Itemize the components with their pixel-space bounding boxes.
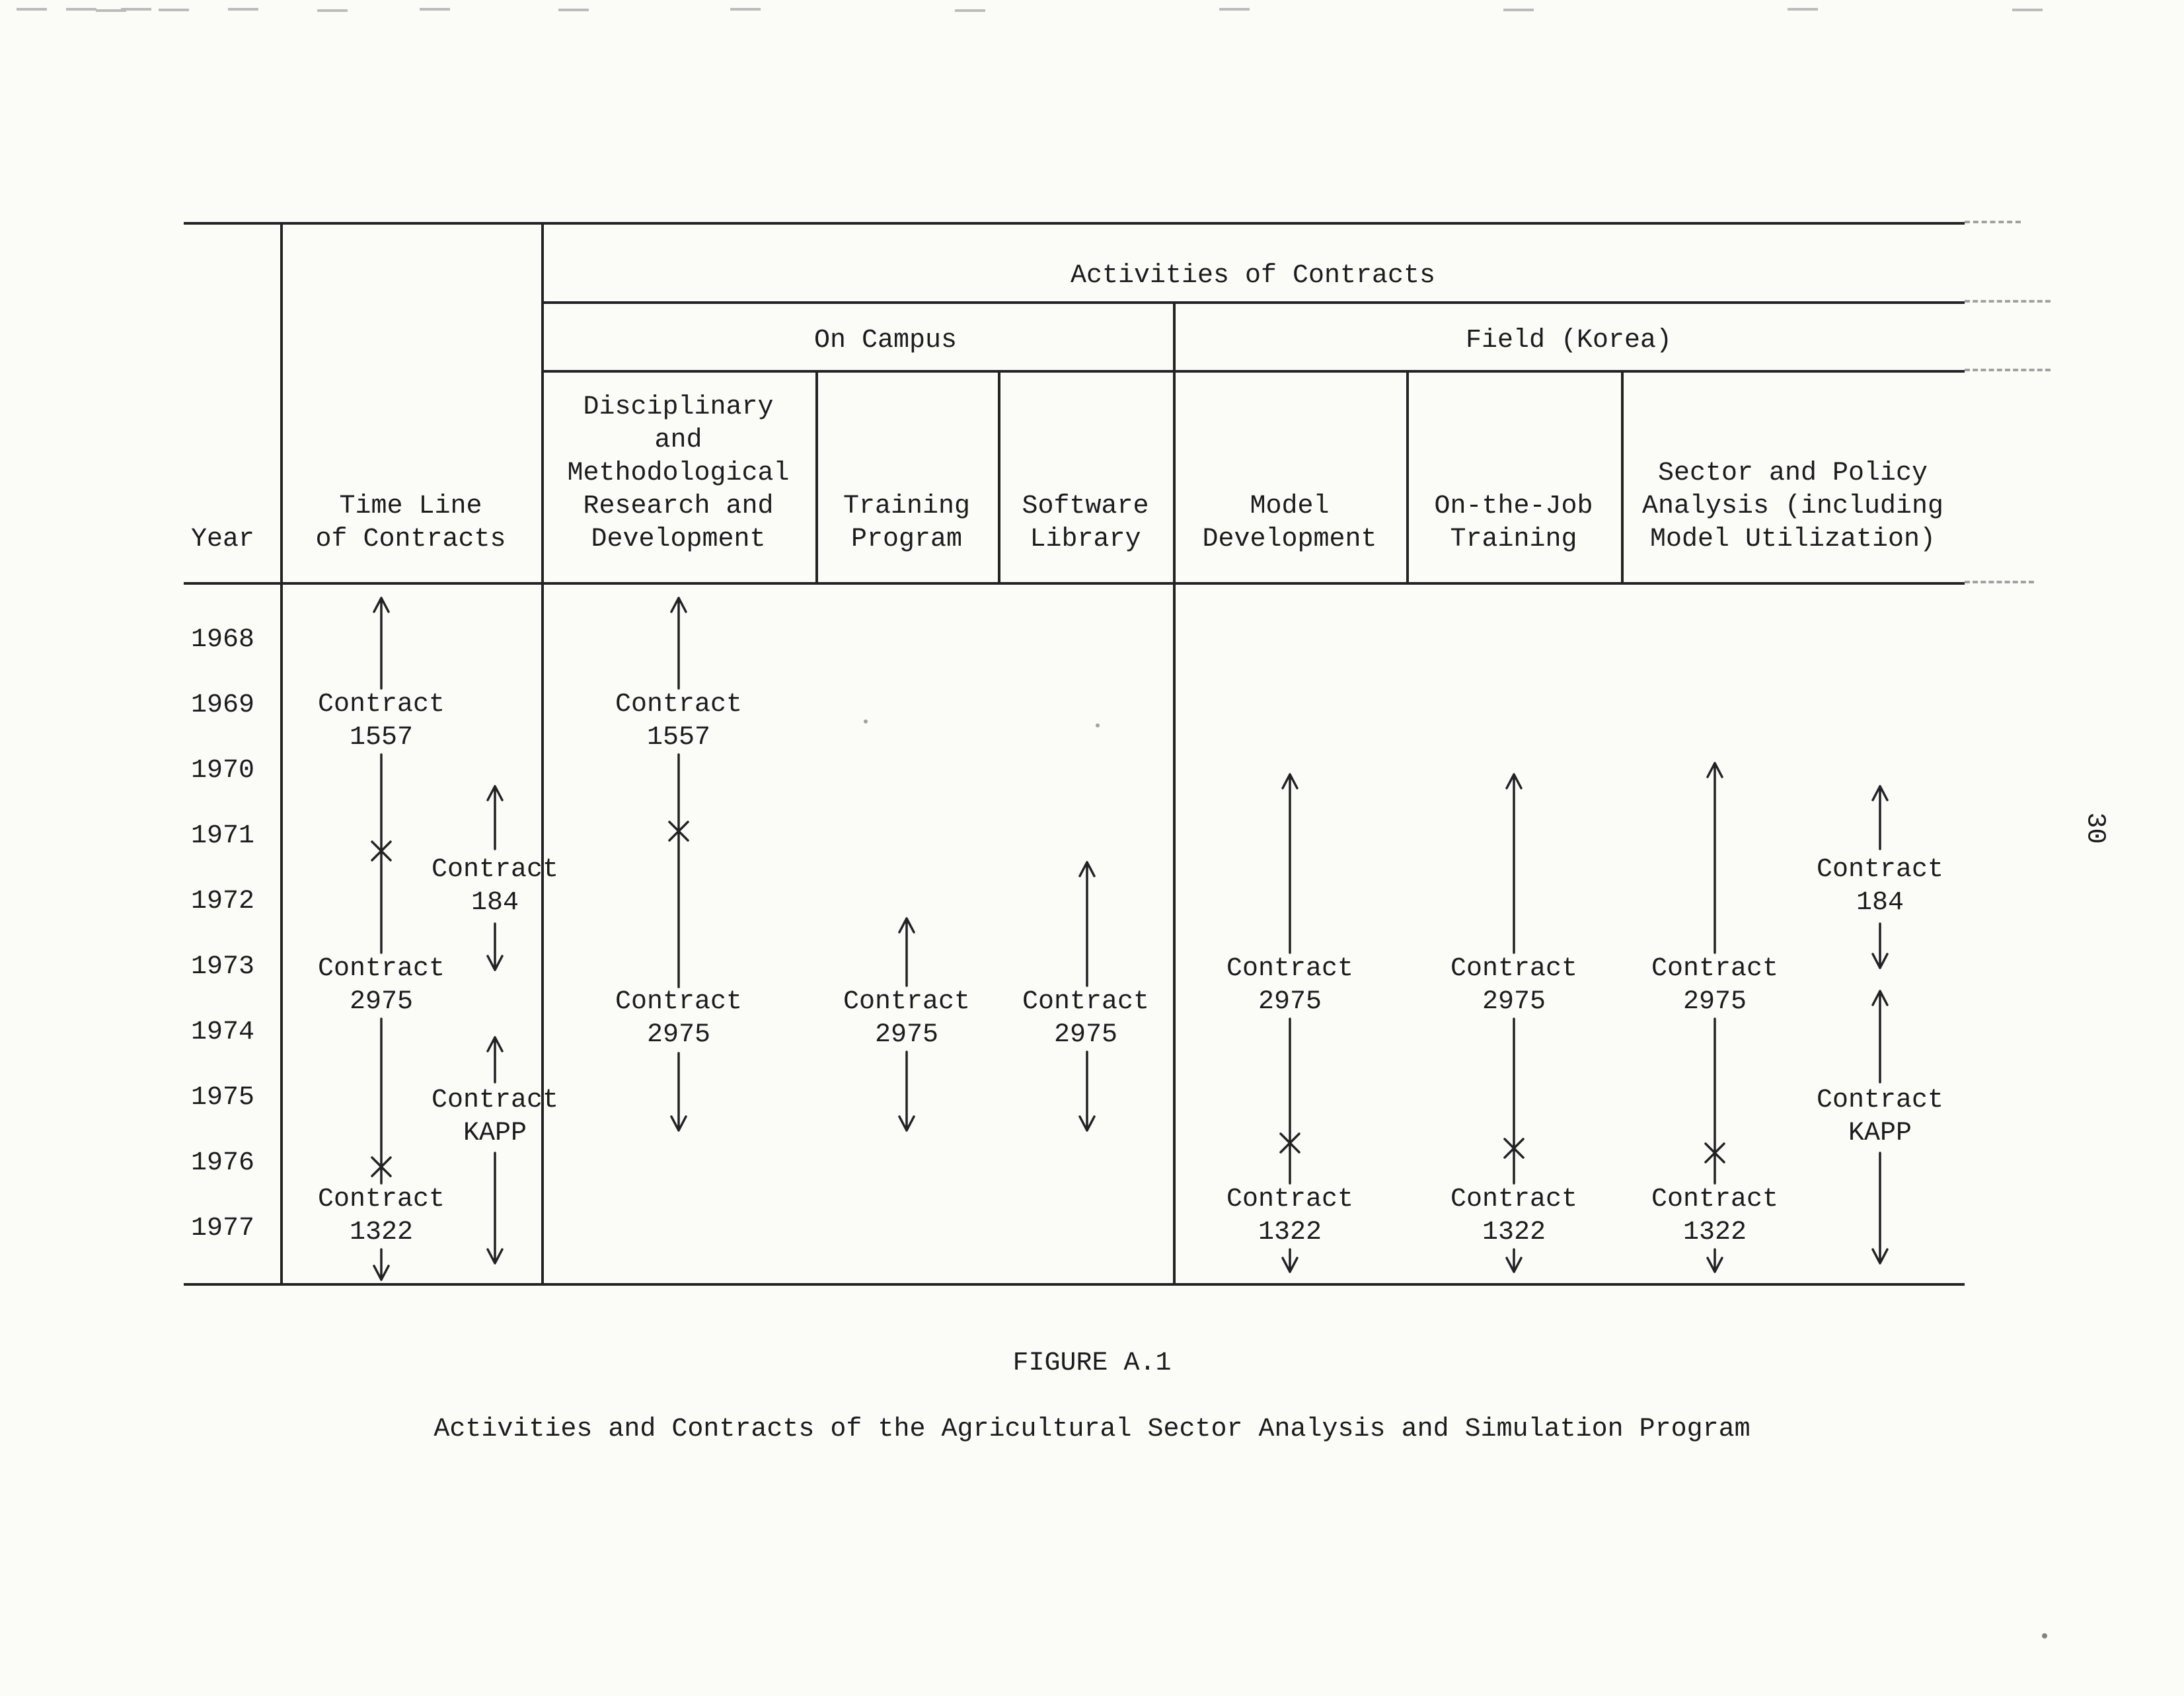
year-label-1970: 1970 — [191, 756, 255, 786]
sector-contract-kapp-arrow — [1871, 990, 1889, 1265]
software-column-arrow — [1078, 861, 1096, 1132]
label-contract-2975-timeline: Contract 2975 — [317, 954, 445, 1017]
table-border-training-software — [998, 370, 1000, 585]
page-number: 30 — [2080, 812, 2110, 844]
header-field-korea: Field (Korea) — [1465, 326, 1673, 355]
table-border-model-ojt — [1406, 370, 1409, 585]
sector-contract-184-arrow — [1871, 785, 1889, 969]
table-border-ojt-sector — [1621, 370, 1624, 585]
header-activities-of-contracts: Activities of Contracts — [1070, 261, 1436, 291]
on-the-job-arrow — [1503, 773, 1525, 1273]
table-border-timeline-activities — [541, 222, 544, 1286]
column-header-timeline: Time Line of Contracts — [315, 492, 506, 554]
label-contract-1557-timeline: Contract 1557 — [317, 690, 445, 753]
label-contract-1322-timeline: Contract 1322 — [317, 1185, 445, 1247]
column-header-software: Software Library — [1022, 492, 1149, 554]
label-contract-2975-ojt: Contract 2975 — [1450, 954, 1578, 1017]
year-label-1977: 1977 — [191, 1214, 255, 1243]
year-label-1968: 1968 — [191, 625, 255, 655]
label-contract-1322-sector: Contract 1322 — [1651, 1185, 1779, 1247]
year-label-1976: 1976 — [191, 1148, 255, 1178]
label-contract-184-timeline: Contract 184 — [431, 855, 559, 918]
timeline-contract-kapp-arrow — [486, 1036, 504, 1265]
timeline-main-arrow — [371, 597, 392, 1281]
label-contract-2975-disciplinary: Contract 2975 — [615, 987, 743, 1050]
table-border-campus-field — [1173, 301, 1176, 1286]
column-header-disciplinary: Disciplinary and Methodological Research… — [567, 392, 790, 554]
figure-label: FIGURE A.1 — [1012, 1348, 1172, 1378]
label-contract-2975-sector: Contract 2975 — [1651, 954, 1779, 1017]
label-contract-kapp-timeline: Contract KAPP — [431, 1086, 559, 1148]
column-header-sector-policy: Sector and Policy Analysis (including Mo… — [1641, 459, 1944, 554]
figure-caption: Activities and Contracts of the Agricult… — [433, 1415, 1751, 1444]
model-development-arrow — [1279, 773, 1300, 1273]
year-label-1969: 1969 — [191, 690, 255, 720]
label-contract-2975-training: Contract 2975 — [843, 987, 971, 1050]
scan-dash-extension — [1965, 300, 2051, 303]
table-border-bottom — [184, 1283, 1965, 1286]
table-border-top — [184, 222, 1965, 225]
year-label-1974: 1974 — [191, 1017, 255, 1047]
table-border-year-timeline — [280, 222, 283, 1286]
label-contract-2975-software: Contract 2975 — [1022, 987, 1150, 1050]
table-border-under-activities — [541, 301, 1965, 304]
timeline-contract-184-arrow — [486, 785, 504, 971]
scan-dash-extension — [1965, 221, 2021, 223]
year-label-1971: 1971 — [191, 821, 255, 851]
scan-dash-extension — [1965, 369, 2051, 371]
year-label-1973: 1973 — [191, 952, 255, 982]
header-on-campus: On Campus — [813, 326, 958, 355]
column-header-model-development: Model Development — [1202, 492, 1377, 554]
table-border-under-headers — [184, 582, 1965, 585]
label-contract-1557-disciplinary: Contract 1557 — [615, 690, 743, 753]
year-label-1975: 1975 — [191, 1083, 255, 1113]
table-border-disciplinary-training — [815, 370, 818, 585]
label-contract-184-sector: Contract 184 — [1816, 855, 1944, 918]
column-header-year: Year — [191, 525, 255, 554]
scan-artifact-dot — [864, 719, 868, 723]
column-header-on-the-job: On-the-Job Training — [1434, 492, 1593, 554]
scan-artifact-dot — [1096, 723, 1100, 727]
label-contract-2975-model: Contract 2975 — [1226, 954, 1354, 1017]
column-header-training: Training Program — [843, 492, 971, 554]
label-contract-1322-model: Contract 1322 — [1226, 1185, 1354, 1247]
training-column-arrow — [898, 917, 915, 1132]
year-label-1972: 1972 — [191, 887, 255, 916]
disciplinary-column-arrow — [668, 597, 689, 1132]
scan-artifact-specks — [17, 8, 47, 11]
scan-artifact-dot — [2042, 1633, 2047, 1639]
label-contract-kapp-sector: Contract KAPP — [1816, 1086, 1944, 1148]
sector-policy-arrow — [1704, 762, 1725, 1273]
table-border-under-groups — [541, 370, 1965, 373]
label-contract-1322-ojt: Contract 1322 — [1450, 1185, 1578, 1247]
scan-dash-extension — [1965, 581, 2034, 583]
